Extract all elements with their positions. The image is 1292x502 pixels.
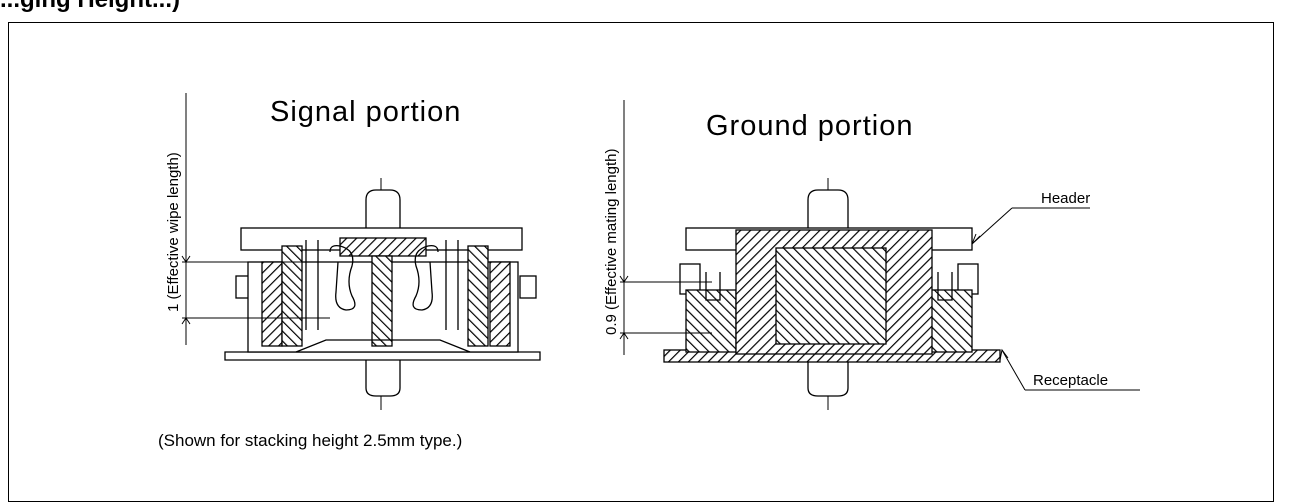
callout-leaders [971,207,1140,391]
receptacle-callout-label: Receptacle [1033,372,1109,389]
stacking-height-note: (Shown for stacking height 2.5mm type.) [158,431,463,450]
signal-portion-drawing [224,178,541,410]
ground-mating-length-label: 0.9 (Effective mating length) [603,148,620,336]
signal-wipe-length-label: 1 (Effective wipe length) [165,152,182,312]
signal-portion-title: Signal portion [270,96,462,128]
signal-dimension-lines [181,93,330,345]
ground-dimension-lines [619,100,712,355]
header-callout-label: Header [1041,190,1091,207]
section-heading: ...ging Height...) [0,0,180,14]
ground-portion-title: Ground portion [706,110,914,142]
ground-portion-drawing [663,178,1001,410]
